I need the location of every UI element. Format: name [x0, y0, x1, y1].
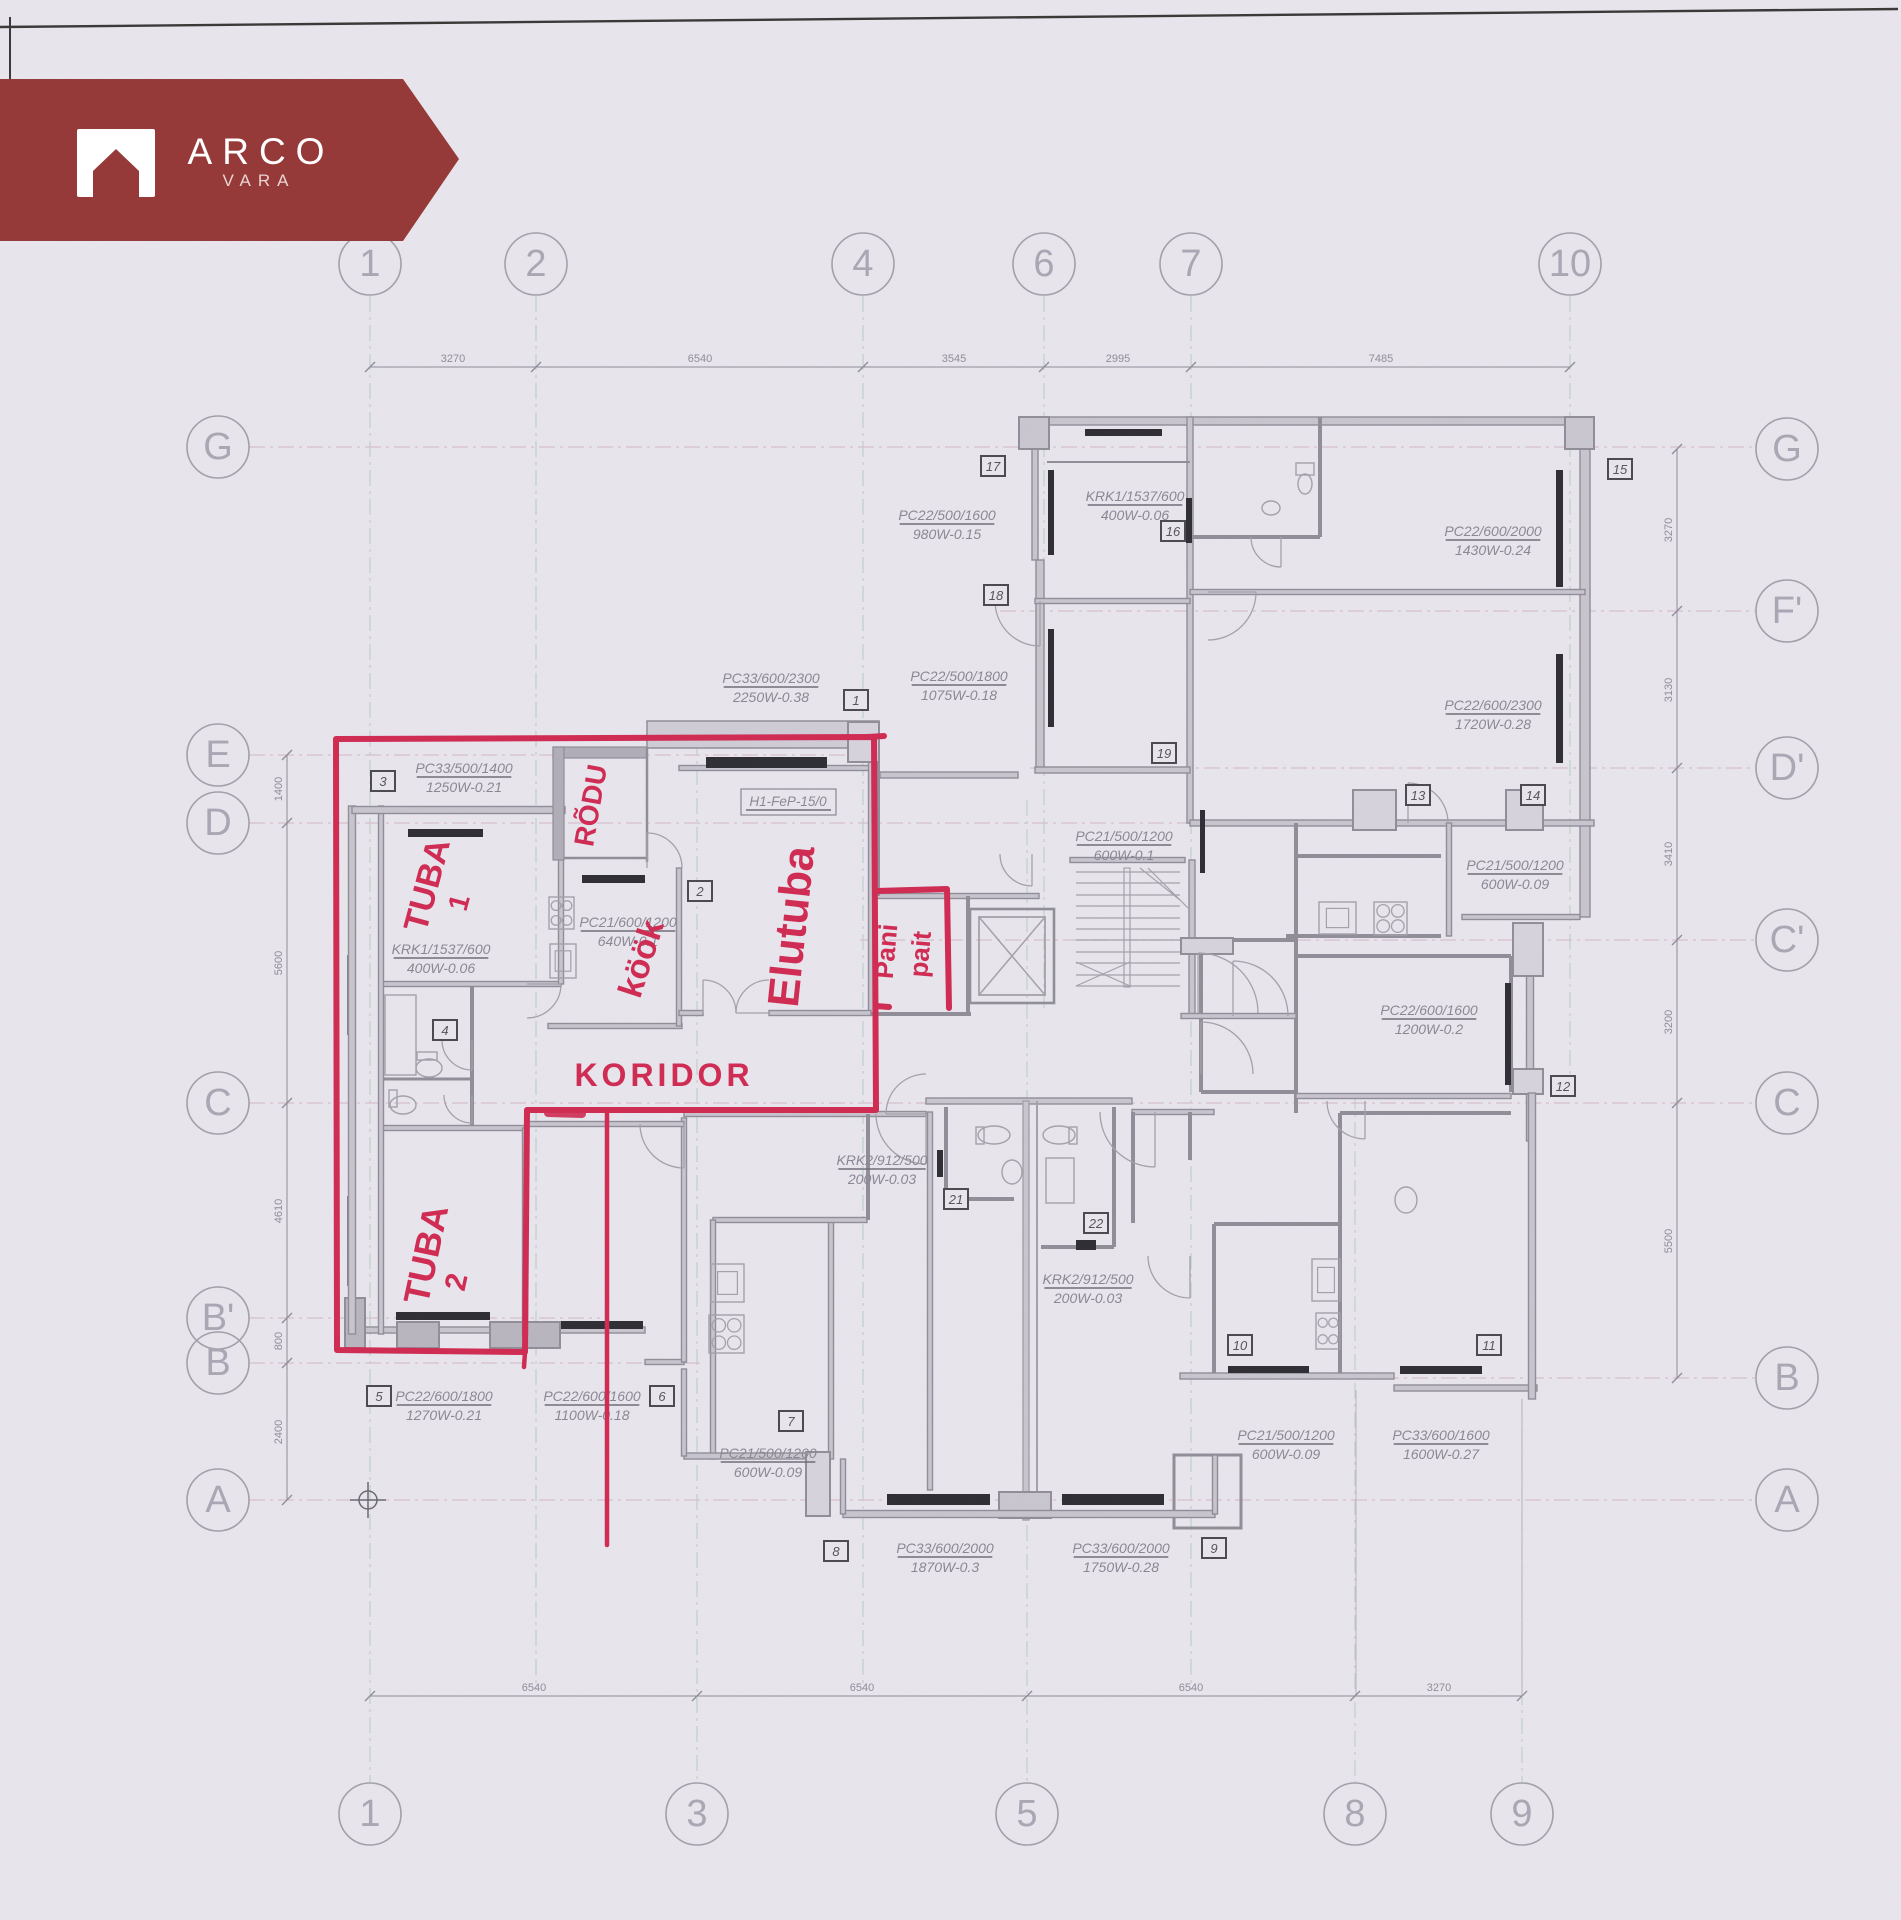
svg-text:ARCO: ARCO [188, 131, 335, 172]
svg-text:VARA: VARA [222, 171, 295, 190]
